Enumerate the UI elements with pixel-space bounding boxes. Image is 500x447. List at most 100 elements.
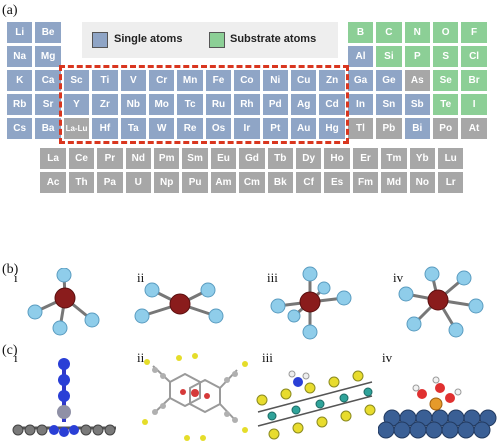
legend-substrate-label: Substrate atoms bbox=[230, 33, 317, 45]
element-zn: Zn bbox=[318, 69, 346, 92]
element-ta: Ta bbox=[119, 117, 147, 140]
structure-b-ii bbox=[134, 282, 224, 324]
element-am: Am bbox=[209, 171, 238, 194]
element-yb: Yb bbox=[408, 147, 436, 170]
element-mg: Mg bbox=[34, 45, 62, 68]
element-as: As bbox=[403, 69, 431, 92]
element-u: U bbox=[124, 171, 152, 194]
element-sc: Sc bbox=[62, 69, 91, 92]
element-ce: Ce bbox=[67, 147, 96, 170]
transition-metals-highlight bbox=[58, 65, 349, 144]
element-cm: Cm bbox=[238, 171, 266, 194]
element-ag: Ag bbox=[290, 93, 318, 116]
element-mo: Mo bbox=[148, 93, 176, 116]
element-pa: Pa bbox=[96, 171, 124, 194]
element-tb: Tb bbox=[266, 147, 294, 170]
panel-label-a: (a) bbox=[2, 3, 18, 18]
element-cd: Cd bbox=[318, 93, 346, 116]
element-es: Es bbox=[323, 171, 351, 194]
legend: Single atoms Substrate atoms bbox=[82, 22, 338, 58]
label-b-i: i bbox=[14, 270, 18, 285]
element-gd: Gd bbox=[238, 147, 266, 170]
element-cu: Cu bbox=[290, 69, 318, 92]
element-n: N bbox=[403, 21, 431, 44]
structure-b-i bbox=[27, 268, 100, 336]
element-cf: Cf bbox=[295, 171, 323, 194]
element-bi: Bi bbox=[403, 117, 431, 140]
element-c: C bbox=[375, 21, 403, 44]
legend-substrate-swatch bbox=[209, 32, 225, 48]
element-ho: Ho bbox=[323, 147, 351, 170]
element-lu: Lu bbox=[437, 147, 465, 170]
element-tm: Tm bbox=[380, 147, 408, 170]
element-k: K bbox=[6, 69, 34, 92]
label-c-iv: iv bbox=[382, 350, 393, 365]
element-ca: Ca bbox=[34, 69, 62, 92]
element-sn: Sn bbox=[375, 93, 403, 116]
element-md: Md bbox=[380, 171, 408, 194]
structure-c-i bbox=[12, 358, 116, 437]
element-pt: Pt bbox=[261, 117, 289, 140]
structure-c-iv bbox=[378, 376, 497, 439]
label-c-iii: iii bbox=[262, 350, 273, 365]
element-nb: Nb bbox=[119, 93, 147, 116]
element-pu: Pu bbox=[181, 171, 209, 194]
element-cs: Cs bbox=[6, 117, 34, 140]
element-at: At bbox=[460, 117, 488, 140]
element-pb: Pb bbox=[375, 117, 403, 140]
element-br: Br bbox=[460, 69, 488, 92]
element-lr: Lr bbox=[437, 171, 465, 194]
label-b-iii: iii bbox=[267, 270, 278, 285]
element-ge: Ge bbox=[375, 69, 403, 92]
element-co: Co bbox=[233, 69, 261, 92]
label-b-ii: ii bbox=[137, 270, 145, 285]
element-cl: Cl bbox=[460, 45, 488, 68]
structure-c-ii bbox=[142, 353, 248, 441]
element-li: Li bbox=[6, 21, 34, 44]
element-ga: Ga bbox=[346, 69, 375, 92]
element-la-lu: La-Lu bbox=[62, 117, 91, 140]
element-si: Si bbox=[375, 45, 403, 68]
element-al: Al bbox=[346, 45, 375, 68]
element-np: Np bbox=[153, 171, 181, 194]
structure-b-iv bbox=[398, 266, 484, 338]
element-tl: Tl bbox=[346, 117, 375, 140]
element-os: Os bbox=[204, 117, 233, 140]
element-sb: Sb bbox=[403, 93, 431, 116]
legend-single-swatch bbox=[92, 32, 108, 48]
element-no: No bbox=[408, 171, 436, 194]
element-i: I bbox=[460, 93, 488, 116]
element-in: In bbox=[346, 93, 375, 116]
element-po: Po bbox=[432, 117, 460, 140]
element-fe: Fe bbox=[204, 69, 233, 92]
element-ru: Ru bbox=[204, 93, 233, 116]
element-be: Be bbox=[34, 21, 62, 44]
element-te: Te bbox=[432, 93, 460, 116]
element-re: Re bbox=[176, 117, 204, 140]
legend-single-label: Single atoms bbox=[114, 33, 183, 45]
element-nd: Nd bbox=[124, 147, 152, 170]
element-sr: Sr bbox=[34, 93, 62, 116]
element-s: S bbox=[432, 45, 460, 68]
label-c-ii: ii bbox=[137, 350, 145, 365]
element-na: Na bbox=[6, 45, 34, 68]
element-hf: Hf bbox=[91, 117, 119, 140]
element-ti: Ti bbox=[91, 69, 119, 92]
element-rb: Rb bbox=[6, 93, 34, 116]
label-c-i: i bbox=[14, 350, 18, 365]
label-b-iv: iv bbox=[393, 270, 404, 285]
element-ac: Ac bbox=[39, 171, 67, 194]
element-pr: Pr bbox=[96, 147, 124, 170]
element-ni: Ni bbox=[261, 69, 289, 92]
panel-label-c: (c) bbox=[2, 343, 18, 358]
element-cr: Cr bbox=[148, 69, 176, 92]
element-rh: Rh bbox=[233, 93, 261, 116]
element-la: La bbox=[39, 147, 67, 170]
element-mn: Mn bbox=[176, 69, 204, 92]
panel-label-b: (b) bbox=[2, 262, 19, 277]
element-th: Th bbox=[67, 171, 96, 194]
element-bk: Bk bbox=[266, 171, 294, 194]
element-er: Er bbox=[351, 147, 380, 170]
element-ba: Ba bbox=[34, 117, 62, 140]
